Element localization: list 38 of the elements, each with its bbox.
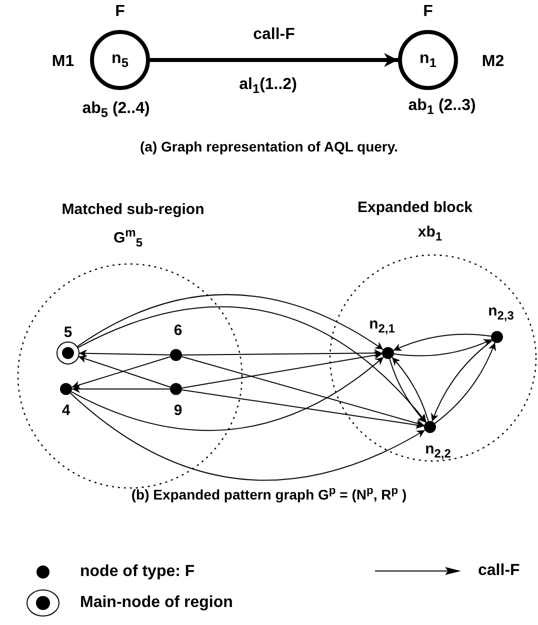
legend-label: node of type: F	[80, 563, 195, 581]
node-annotation: M1	[52, 53, 74, 71]
region-heading: Matched sub-region	[62, 202, 204, 218]
region-heading: Expanded block	[357, 200, 473, 216]
arrow	[70, 392, 426, 481]
node-annotation: ab$_{5}$ (2..4)	[82, 100, 150, 120]
caption: (b) Expanded pattern graph G$^{p}$ = (N$^{p}$, R$^{p}$ )	[131, 484, 407, 504]
edge-label: call-F	[253, 26, 295, 44]
node-annotation: F	[115, 3, 125, 21]
node-annotation: ab$_{1}$ (2..3)	[408, 96, 476, 118]
arrow	[72, 385, 170, 393]
arrow	[70, 356, 384, 431]
arrow	[150, 53, 398, 67]
node-label: n$_{5}$	[112, 50, 128, 70]
arrow	[182, 349, 382, 358]
node-annotation: M2	[482, 53, 504, 71]
region-label: xb$_{1}$	[418, 224, 442, 244]
node-annotation: n$_{2,2}$	[425, 441, 451, 461]
arrow	[392, 334, 492, 351]
arrow	[181, 389, 425, 429]
node-annotation: 6	[174, 322, 182, 340]
legend-label: call-F	[478, 562, 520, 580]
node-label: n$_{1}$	[420, 50, 436, 70]
node-annotation: 5	[64, 324, 72, 342]
node-annotation: 4	[62, 402, 70, 420]
arrow	[78, 349, 170, 358]
arrow	[76, 294, 384, 350]
edge-annotation: al$_{1}$(1..2)	[239, 76, 297, 96]
node-annotation: F	[423, 3, 433, 21]
arrow	[393, 339, 492, 356]
node-annotation: n$_{2,3}$	[488, 303, 514, 323]
arrow	[181, 351, 383, 388]
arrow	[77, 306, 427, 423]
arrow	[181, 356, 425, 428]
legend-label: Main-node of region	[80, 594, 233, 612]
node-annotation: n$_{2,1}$	[369, 316, 395, 336]
node-annotation: 9	[174, 402, 182, 420]
caption: (a) Graph representation of AQL query.	[140, 139, 398, 155]
